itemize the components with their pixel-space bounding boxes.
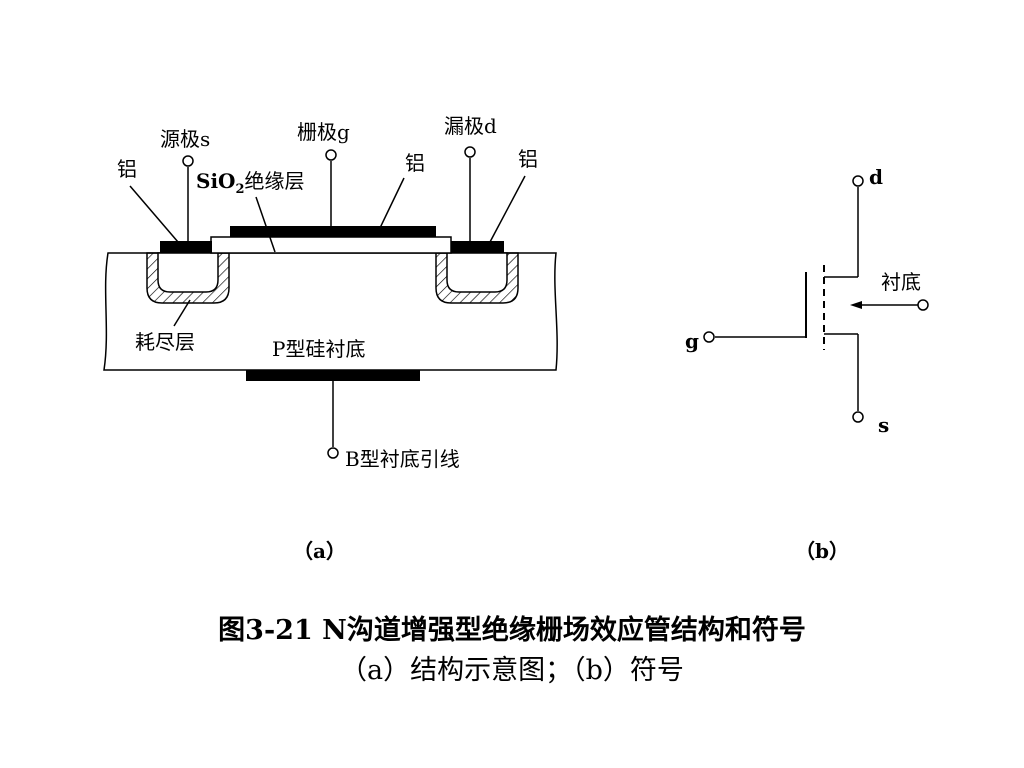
sio2-insulation-layer [210,236,452,254]
drain-n-well [446,252,508,293]
pointer-al-left [129,185,179,243]
drain-label: 漏极d [444,114,497,138]
al-left-label: 铝 [117,157,137,181]
pointer-depletion [173,299,191,327]
al-right-label: 铝 [518,147,538,171]
al-mid-label: 铝 [405,151,425,175]
substrate-label: P型硅衬底 [272,337,365,361]
source-n-well [157,252,219,293]
sio2-label: SiO2绝缘层 [196,169,305,197]
p-substrate-body [103,252,558,371]
drain-terminal [464,146,476,158]
depletion-label: 耗尽层 [135,330,195,354]
source-terminal [182,155,194,167]
substrate-terminal-symbol [917,299,929,311]
pointer-al-mid [379,177,405,229]
gate-aluminum-electrode [230,226,436,237]
gate-terminal [325,149,337,161]
gate-label: 栅极g [297,120,350,144]
source-label: 源极s [160,127,210,151]
drain-aluminum-contact [451,241,504,253]
structure-diagram: 源极s 栅极g 漏极d 铝 铝 铝 SiO2绝缘层 耗尽层 P型硅衬底 B型衬底… [103,114,558,563]
figure-caption-subtitle: （a）结构示意图；（b）符号 [340,655,684,686]
gate-symbol-label: g [685,329,699,353]
pointer-al-right [489,175,526,243]
figure-caption-title: 图3-21 N沟道增强型绝缘栅场效应管结构和符号 [218,614,806,646]
subcaption-b: （b） [795,539,849,563]
source-aluminum-contact [160,241,212,253]
pointer-sio2 [255,196,276,253]
drain-terminal-symbol [852,175,864,187]
substrate-lead-label: B型衬底引线 [345,447,460,471]
source-symbol-label: s [878,413,889,437]
substrate-arrow-head [850,301,862,309]
substrate-symbol-label: 衬底 [881,270,921,294]
substrate-lead-terminal [327,447,339,459]
substrate-bottom-contact [246,370,420,381]
source-terminal-symbol [852,411,864,423]
gate-terminal-symbol [703,331,715,343]
drain-symbol-label: d [869,165,883,189]
subcaption-a: （a） [293,539,346,563]
mosfet-symbol: d g s 衬底 （b） [685,165,929,563]
